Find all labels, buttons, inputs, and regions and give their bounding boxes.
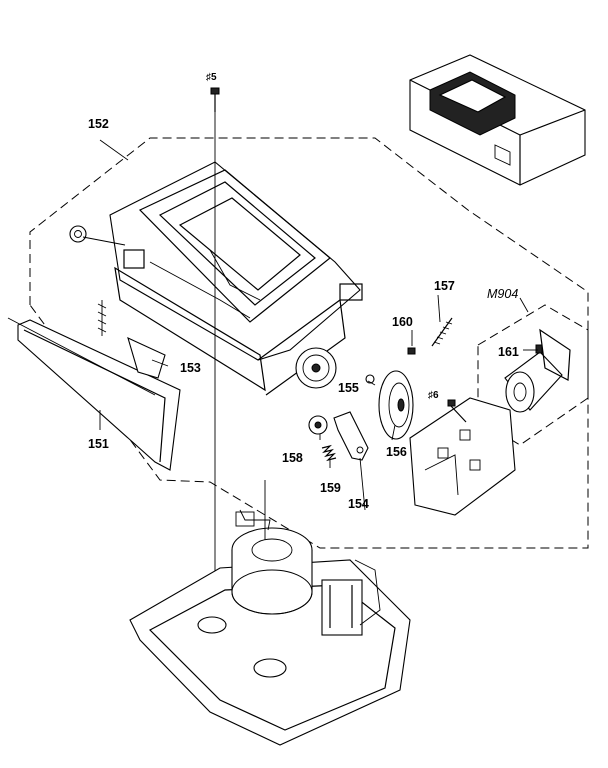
callout-160: 160 (392, 315, 413, 329)
callout-screw-6: ♯6 (428, 390, 439, 401)
callout-screw-5: ♯5 (206, 72, 217, 83)
callout-159: 159 (320, 481, 341, 495)
callout-154: 154 (348, 497, 369, 511)
chassis-frame (109, 161, 363, 396)
part-154-lever (333, 411, 369, 461)
part-153-bracket (97, 300, 166, 379)
callout-158: 158 (282, 451, 303, 465)
callout-161: 161 (498, 345, 519, 359)
screw-5-top (210, 87, 220, 112)
part-151-front-panel (7, 317, 181, 471)
callout-153: 153 (180, 361, 201, 375)
callout-151: 151 (88, 437, 109, 451)
motor-bracket-plate (409, 397, 516, 516)
chassis-side-gear (295, 347, 337, 389)
part-160-screw (407, 347, 416, 355)
cassette-thumbnail (409, 54, 586, 186)
lower-deck-mechanism (129, 480, 411, 746)
part-158-gear (308, 415, 328, 435)
screw-6 (447, 399, 467, 423)
callout-155: 155 (338, 381, 359, 395)
assembly-152-boundary (29, 137, 589, 549)
callout-m904: M904 (487, 287, 518, 301)
upper-left-gear (69, 225, 87, 243)
callout-152: 152 (88, 117, 109, 131)
callout-156: 156 (386, 445, 407, 459)
motor-m904 (504, 328, 571, 413)
callout-157: 157 (434, 279, 455, 293)
part-159-spring (321, 444, 337, 462)
leader-lines (82, 139, 538, 511)
part-156-pulley (378, 370, 414, 440)
part-157-rod (431, 317, 453, 347)
